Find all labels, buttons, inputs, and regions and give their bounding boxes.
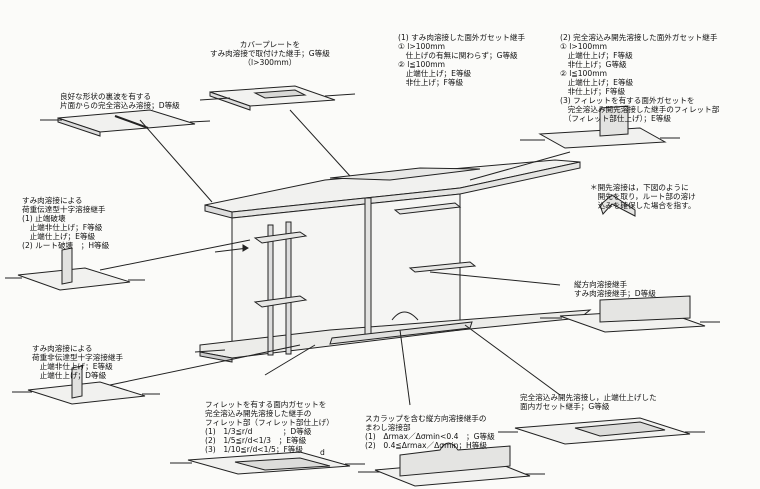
- label-cruciform-load: すみ肉溶接による荷重伝達型十字溶接継手(1) 止端破壊 止端非仕上げ；F等級 止…: [22, 196, 110, 250]
- label-backing-weld: 良好な形状の裏波を有する片面からの完全溶込み溶接；D等級: [60, 92, 180, 110]
- detail-cover-plate: [199, 85, 356, 177]
- dim-mark-d: d: [320, 448, 325, 457]
- detail-butt-weld: [40, 109, 213, 203]
- label-cruciform-nonload: すみ肉溶接による荷重非伝達型十字溶接継手 止端非仕上げ；E等級 止端仕上げ；D等…: [32, 344, 124, 380]
- detail-scallop: [358, 329, 545, 487]
- label-groove-note: ＊開先溶接は，下図のように 開先を取り，ルート部の溶け 込みを確保した場合を指す…: [590, 183, 696, 210]
- label-longitudinal: 縦方向溶接継手すみ肉溶接継手；D等級: [574, 280, 656, 298]
- detail-longitudinal: [429, 271, 720, 333]
- detail-inplane-gusset: [464, 324, 705, 445]
- label-inplane-gusset: 完全溶込み開先溶接し，止端仕上げした面内ガセット継手；G等級: [520, 393, 657, 411]
- label-fillet-gusset-inplane: フィレットを有する面内ガセットを完全溶込み開先溶接した継手のフィレット部（フィレ…: [205, 400, 334, 454]
- detail-cruciform-nonload: [12, 344, 301, 405]
- detail-cruciform-load: [5, 239, 251, 291]
- detail-outplane-gusset: [469, 105, 680, 217]
- girder-assembly: [194, 159, 592, 363]
- detail-fillet-gusset: [170, 344, 365, 475]
- label-cover-plate: カバープレートをすみ肉溶接で取付けた継手；G等級（l>300mm）: [210, 40, 330, 67]
- label-scallop: スカラップを含む縦方向溶接継手のまわし溶接部(1) Δrmax／Δσmin<0.…: [365, 414, 495, 450]
